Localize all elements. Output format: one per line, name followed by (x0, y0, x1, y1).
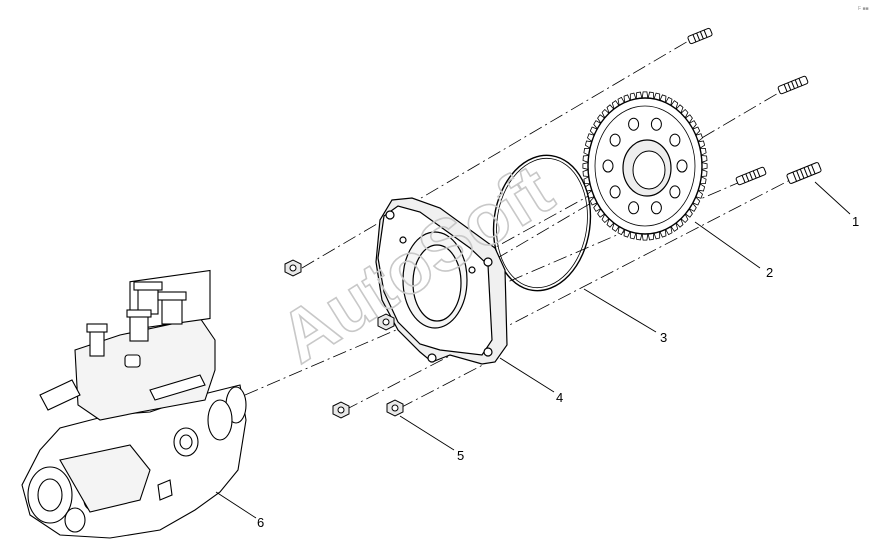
pump-fitting (126, 309, 152, 342)
pump-fitting (133, 281, 163, 315)
callout-5: 5 (457, 448, 464, 463)
stud-bolt (777, 75, 809, 95)
callout-4: 4 (556, 390, 563, 405)
hex-nut (332, 401, 350, 419)
callout-3: 3 (660, 330, 667, 345)
hex-nuts (284, 259, 404, 419)
flange-adapter (375, 197, 508, 365)
o-ring-seal (492, 154, 592, 292)
gear-lightening-hole (628, 201, 640, 215)
callout-2: 2 (766, 265, 773, 280)
stud-bolt (687, 27, 713, 45)
pump-fitting (157, 291, 187, 325)
corner-mark: F ■■ (858, 6, 868, 12)
gear-lightening-hole (609, 133, 621, 147)
stud-bolt (786, 162, 822, 184)
gear-lightening-hole (676, 159, 688, 173)
gear-lightening-hole (602, 159, 614, 173)
gear-lightening-hole (628, 117, 640, 131)
high-pressure-pump (21, 269, 247, 539)
callout-leader-lines (215, 181, 851, 519)
gear-tooth (641, 233, 649, 241)
hex-nut (386, 399, 404, 417)
stud-bolts (687, 27, 822, 186)
gear-lightening-hole (669, 133, 681, 147)
stud-bolt (735, 166, 767, 186)
callout-1: 1 (852, 214, 859, 229)
gear-lightening-hole (669, 185, 681, 199)
hex-nut (377, 313, 395, 331)
gear-lightening-hole (650, 117, 662, 131)
gear-lightening-hole (650, 201, 662, 215)
callout-labels: 1 2 3 4 5 6 (257, 214, 859, 530)
drive-gear (582, 91, 708, 241)
callout-6: 6 (257, 515, 264, 530)
gear-lightening-hole (609, 185, 621, 199)
hex-nut (284, 259, 302, 277)
gear-tooth (641, 91, 649, 99)
pump-fitting (86, 323, 108, 357)
